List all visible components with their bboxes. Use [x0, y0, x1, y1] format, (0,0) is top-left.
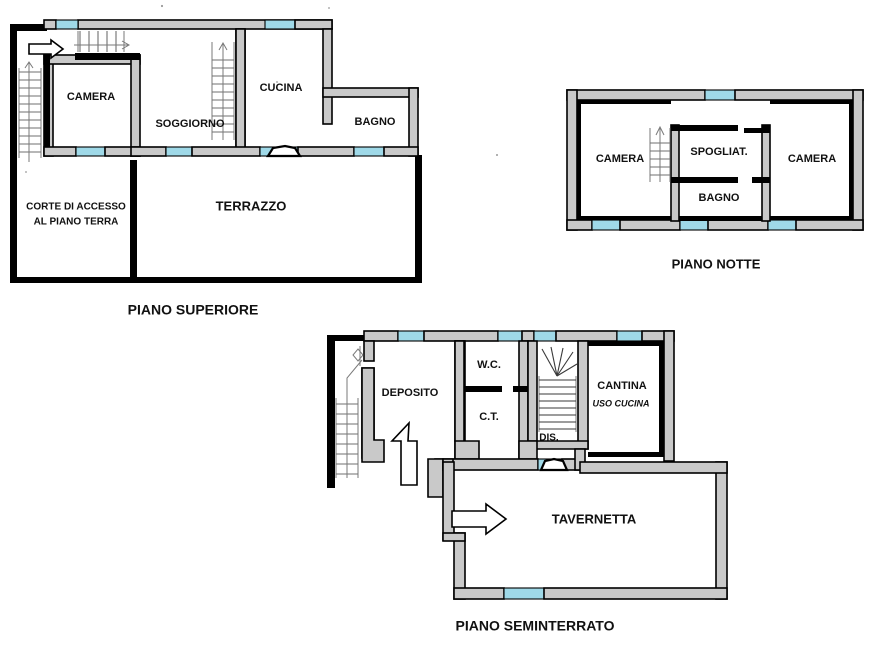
ps-soggiorno-partition [235, 28, 246, 152]
room-label-camera-left: CAMERA [596, 153, 644, 165]
room-label-camera: CAMERA [67, 91, 115, 103]
ps-stair-exterior [18, 61, 42, 162]
psem-stair-cantina [538, 346, 578, 432]
ps-top-wall [43, 19, 333, 30]
room-label-cantina-subtitle: USO CUCINA [592, 398, 649, 408]
entry-arrow-icon [28, 38, 65, 60]
window [264, 19, 296, 30]
room-label-ct: C.T. [479, 411, 499, 423]
room-label-bagno: BAGNO [355, 116, 396, 128]
ps-camera-walls [43, 53, 141, 157]
door-opening-symbol [266, 144, 302, 158]
floor-piano-notte: CAMERA SPOGLIAT. BAGNO CAMERA PIANO NOTT… [566, 89, 864, 271]
room-label-cantina: CANTINA [597, 380, 647, 392]
scan-artifacts [25, 4, 498, 173]
window [55, 19, 79, 30]
window [75, 146, 106, 157]
window [591, 219, 621, 231]
right-arrow-icon [451, 502, 508, 536]
window [497, 330, 523, 342]
window [616, 330, 643, 342]
room-label-terrazzo: TERRAZZO [216, 198, 287, 213]
pn-partitions [577, 100, 853, 222]
window [503, 587, 545, 600]
pn-stair [649, 125, 671, 182]
ps-perimeter [10, 24, 422, 283]
psem-stair-deposito [335, 346, 364, 478]
psem-cantina-outline [588, 341, 664, 457]
psem-left-black-wall [327, 335, 368, 488]
window [165, 146, 193, 157]
room-label-corte-line-2: AL PIANO TERRA [34, 217, 119, 228]
window [353, 146, 385, 157]
room-label-spogliatoio: SPOGLIAT. [690, 146, 747, 158]
window [679, 219, 709, 231]
floor-caption-piano-superiore: PIANO SUPERIORE [128, 302, 259, 318]
window [397, 330, 425, 342]
room-label-cucina: CUCINA [260, 82, 303, 94]
room-label-tavernetta: TAVERNETTA [552, 511, 637, 526]
floor-caption-piano-seminterrato: PIANO SEMINTERRATO [456, 618, 615, 634]
psem-tavernetta-walls [427, 458, 728, 600]
room-label-soggiorno: SOGGIORNO [155, 118, 225, 130]
wc-ct-divider [464, 386, 502, 392]
room-label-camera-right: CAMERA [788, 153, 836, 165]
ps-bottom-wall [43, 144, 419, 158]
room-label-deposito: DEPOSITO [382, 387, 439, 399]
psem-deposito-walls [361, 340, 466, 463]
room-label-dis: DIS. [539, 433, 559, 444]
floor-piano-seminterrato: DEPOSITO W.C. C.T. DIS. CANTINA USO CUCI… [327, 330, 728, 634]
window [533, 330, 557, 342]
pn-outer-walls [566, 89, 864, 231]
up-arrow-icon [390, 420, 418, 486]
window [767, 219, 797, 231]
door-symbol [539, 457, 569, 472]
window [704, 89, 736, 101]
room-label-wc: W.C. [477, 359, 501, 371]
room-label-corte-line-1: CORTE DI ACCESSO [26, 202, 126, 213]
ps-stair-soggiorno [211, 41, 235, 140]
floor-caption-piano-notte: PIANO NOTTE [672, 256, 761, 271]
psem-dis-wall [434, 448, 586, 472]
floor-piano-superiore: CAMERA SOGGIORNO CUCINA BAGNO TERRAZZO C… [10, 19, 422, 318]
room-label-bagno: BAGNO [699, 192, 740, 204]
ps-stair-interior [74, 31, 131, 52]
